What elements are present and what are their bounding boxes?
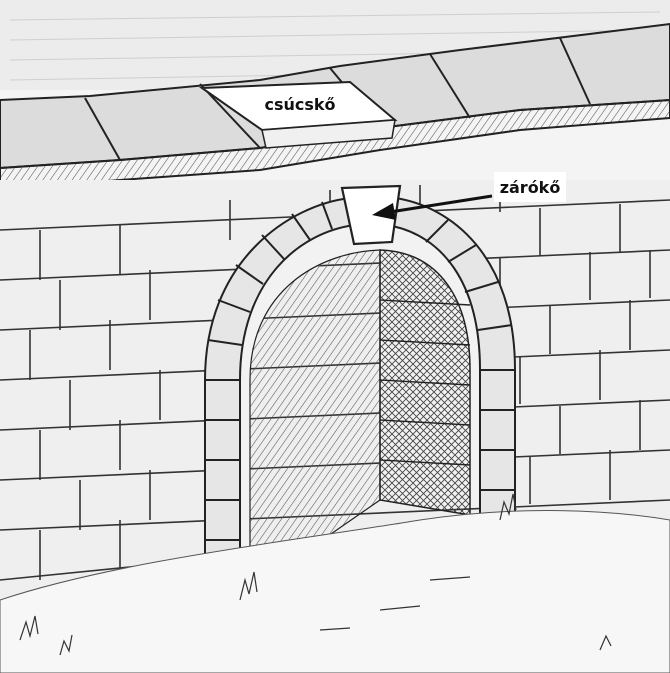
arch-voussoirs bbox=[204, 196, 516, 591]
keystone-label: zárókő bbox=[372, 172, 566, 220]
capstone-shape bbox=[199, 80, 398, 149]
keystone-shape bbox=[340, 184, 402, 246]
ground bbox=[0, 493, 670, 673]
keystone-label-text: zárókő bbox=[500, 178, 561, 197]
capstone-label: csúcskő bbox=[264, 95, 335, 114]
capstone-label-text: csúcskő bbox=[264, 95, 335, 114]
keystone-pointer-arrow bbox=[372, 194, 493, 220]
arch-opening bbox=[215, 200, 510, 592]
